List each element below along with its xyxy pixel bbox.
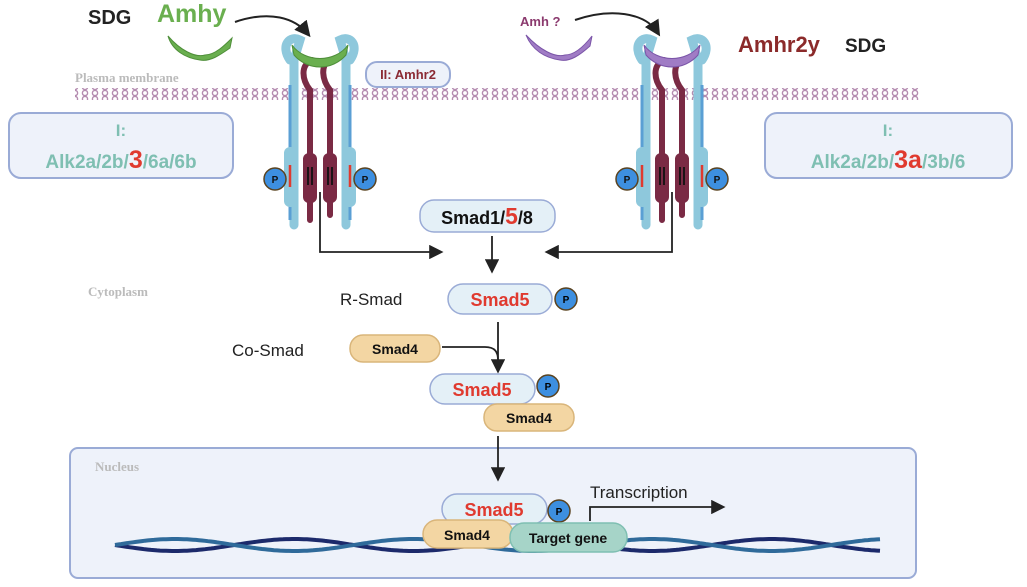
right-sdg-label: SDG — [845, 36, 886, 57]
transcription-arrow — [589, 499, 726, 521]
complex-smad4-pill — [483, 403, 575, 432]
nuclear-smad4-label: Smad4 — [444, 527, 490, 543]
left-receptor-complex: P P — [264, 39, 376, 225]
nucleus-label: Nucleus — [95, 459, 139, 474]
complex-smad5-label: Smad5 — [452, 380, 511, 400]
cosmad-arrow — [442, 346, 499, 361]
rsmad-label: R-Smad — [340, 290, 402, 309]
rsmad-smad5-label: Smad5 — [470, 290, 529, 310]
phospho-label: P — [545, 382, 552, 393]
rsmad-smad5-pill — [447, 283, 553, 315]
left-type1-title: I: — [116, 121, 126, 140]
complex-smad5-pill — [429, 373, 536, 405]
membrane-label: Plasma membrane — [75, 70, 179, 85]
target-gene-label: Target gene — [529, 530, 608, 546]
phospho-label: P — [563, 295, 570, 306]
amh-ligand — [525, 34, 593, 61]
target-gene-pill — [509, 522, 628, 553]
cosmad-smad4-label: Smad4 — [372, 341, 418, 357]
left-sdg-label: SDG — [88, 7, 131, 29]
right-type1-title: I: — [883, 121, 893, 140]
right-receptor-arrow — [544, 192, 673, 260]
phospho-icon — [536, 374, 560, 398]
right-type1-box — [764, 112, 1013, 179]
svg-text:P: P — [362, 175, 369, 186]
phospho-icon — [547, 499, 571, 523]
left-receptor-arrow — [319, 192, 444, 260]
right-type1-list: Alk2a/2b/3a/3b/6 — [811, 146, 966, 174]
binding-arrow-right — [574, 12, 661, 37]
type2-amhr2-label: II: Amhr2 — [380, 67, 436, 82]
amh-label: Amh ? — [520, 14, 561, 29]
smad158-box — [419, 199, 556, 233]
smad158-label: Smad1/5/8 — [441, 203, 533, 229]
nuclear-smad5-label: Smad5 — [464, 500, 523, 520]
cosmad-label: Co-Smad — [232, 341, 304, 360]
binding-arrow-left — [234, 15, 311, 38]
phospho-icon — [554, 287, 578, 311]
svg-text:P: P — [714, 175, 721, 186]
left-type1-list: Alk2a/2b/3/6a/6b — [45, 146, 196, 174]
cosmad-smad4-pill — [349, 334, 441, 363]
phospho-label: P — [556, 507, 563, 518]
type2-amhr2-box — [365, 61, 451, 88]
right-receptor-complex: P P — [616, 39, 728, 225]
cytoplasm-label: Cytoplasm — [88, 284, 148, 299]
plasma-membrane — [75, 88, 920, 100]
svg-text:P: P — [624, 175, 631, 186]
transcription-label: Transcription — [590, 483, 688, 502]
amhy-ligand — [167, 35, 233, 61]
svg-text:P: P — [272, 175, 279, 186]
left-type1-box — [8, 112, 234, 179]
amhy-label: Amhy — [157, 0, 227, 28]
amhr2y-label: Amhr2y — [738, 32, 821, 57]
complex-smad4-label: Smad4 — [506, 410, 552, 426]
